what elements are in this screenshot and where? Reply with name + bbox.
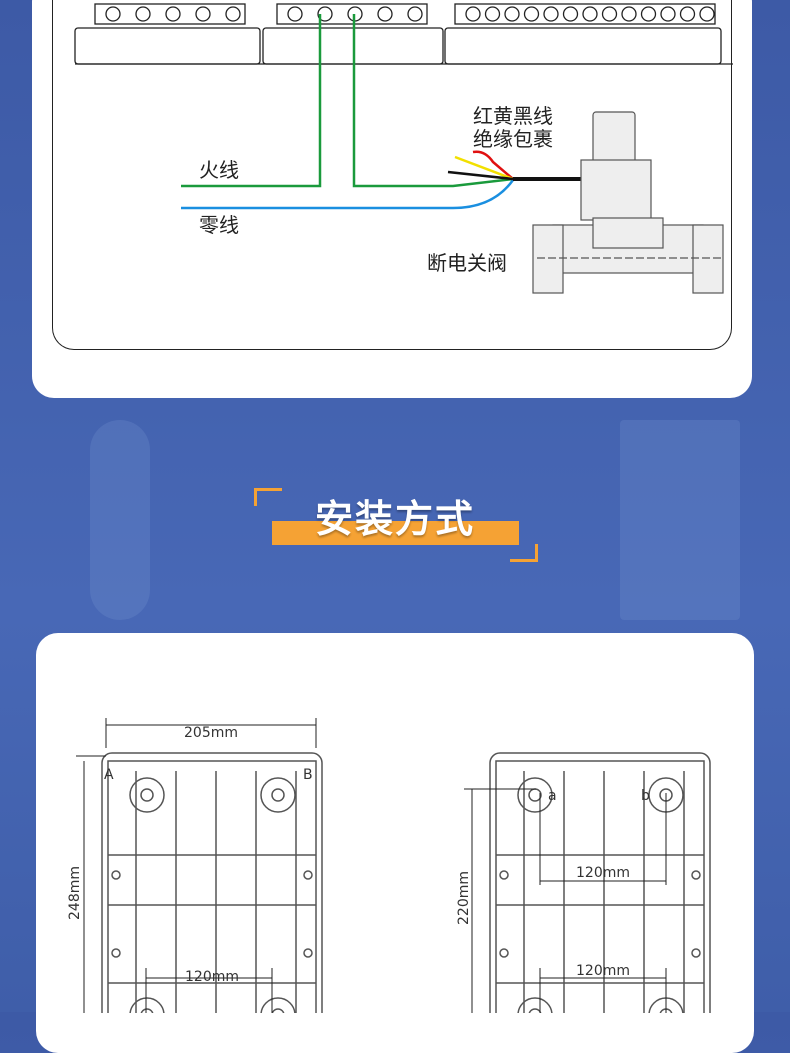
wire-neutral — [181, 179, 515, 210]
width-label: 205mm — [184, 725, 238, 741]
install-diagram: 205mm 248mm 120mm A B 220mm 120mm 120mm … — [67, 718, 711, 1034]
terminal-screw — [317, 6, 333, 22]
install-card: 205mm 248mm 120mm A B 220mm 120mm 120mm … — [36, 633, 754, 1053]
height-label-left: 248mm — [67, 866, 83, 920]
valve-drawing — [532, 111, 724, 294]
wire-live — [181, 14, 514, 188]
terminal-screw — [601, 6, 618, 22]
terminal-screw — [582, 6, 598, 22]
terminal-screw — [523, 6, 540, 22]
section-title: 安装方式 — [314, 497, 475, 541]
hole-spacing-right-top: 120mm — [576, 865, 630, 881]
terminal-screw — [543, 6, 559, 22]
wiring-card: 火线 零线 红黄黑线 绝缘包裹 断电关阀 — [32, 0, 752, 398]
background-pipe — [620, 420, 740, 620]
wire-yellow — [454, 155, 514, 181]
terminal-screw — [562, 6, 579, 22]
terminal-screw — [484, 6, 501, 22]
hole-b-label: b — [641, 788, 650, 804]
wiring-diagram: 火线 零线 红黄黑线 绝缘包裹 断电关阀 — [74, 3, 733, 294]
terminal-screw — [165, 6, 181, 22]
background-pipe — [90, 420, 150, 620]
terminal-screw — [407, 6, 423, 22]
neutral-label: 零线 — [199, 213, 239, 237]
terminal-screw — [287, 6, 303, 22]
corner-a-label: A — [104, 767, 114, 783]
hole-a-label: a — [548, 788, 557, 804]
live-label: 火线 — [199, 158, 239, 182]
wiring-diagram-frame: 火线 零线 红黄黑线 绝缘包裹 断电关阀 — [52, 0, 733, 350]
height-label-right: 220mm — [456, 871, 472, 925]
valve-label: 断电关阀 — [427, 251, 507, 275]
title-bracket-left — [254, 488, 282, 506]
wire-note-line1: 红黄黑线 — [473, 104, 553, 128]
terminal-screw — [465, 6, 481, 22]
wire-black — [447, 170, 514, 181]
terminal-screw — [135, 6, 151, 22]
title-highlight-bar — [272, 521, 519, 545]
terminal-screw — [377, 6, 393, 22]
wire-note-line2: 绝缘包裹 — [473, 127, 553, 151]
terminal-screw — [699, 6, 715, 22]
corner-b-label: B — [303, 767, 313, 783]
terminal-blocks — [74, 3, 733, 65]
hole-spacing-left: 120mm — [185, 969, 239, 985]
wire-red — [472, 150, 514, 180]
terminal-screw — [225, 6, 241, 22]
terminal-screw — [679, 6, 696, 22]
title-bracket-right — [510, 544, 538, 562]
terminal-screw — [640, 6, 657, 22]
terminal-screw — [195, 6, 211, 22]
terminal-screw — [105, 6, 121, 22]
terminal-screw — [660, 6, 676, 22]
terminal-screw — [621, 6, 637, 22]
terminal-screw — [504, 6, 520, 22]
hole-spacing-right-bottom: 120mm — [576, 963, 630, 979]
